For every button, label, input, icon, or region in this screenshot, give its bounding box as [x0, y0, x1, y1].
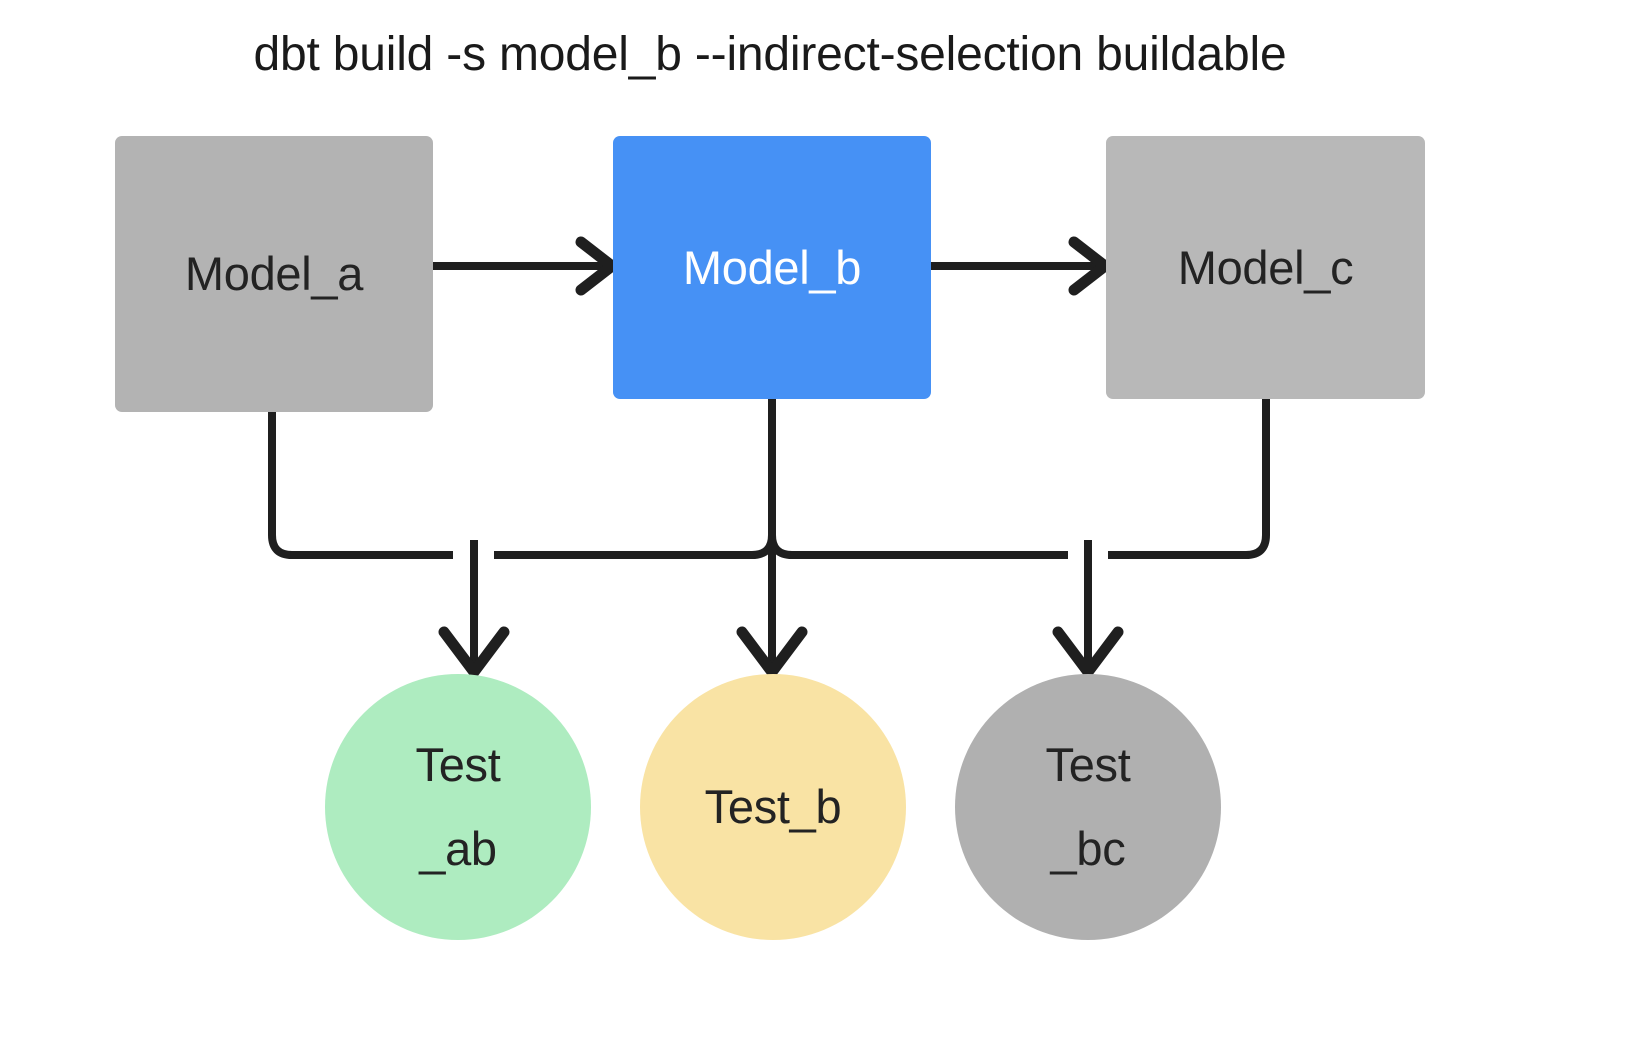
- node-test-b[interactable]: Test_b: [640, 674, 906, 940]
- edge-model-b-to-test-bc: [768, 534, 1068, 559]
- node-test-bc-label-line2: _bc: [1050, 822, 1126, 875]
- node-test-ab[interactable]: Test _ab: [325, 674, 591, 940]
- edge-model-b-to-model-c: [931, 236, 1111, 296]
- node-model-a[interactable]: Model_a: [115, 136, 433, 412]
- edge-model-a-to-model-b: [433, 236, 618, 296]
- node-model-c[interactable]: Model_c: [1106, 136, 1425, 399]
- diagram-title: dbt build -s model_b --indirect-selectio…: [253, 28, 1287, 81]
- node-model-b-label: Model_b: [682, 240, 862, 294]
- edge-model-b-to-test-ab: [494, 399, 776, 559]
- node-test-bc-label-line1: Test: [1045, 738, 1131, 791]
- node-model-c-label: Model_c: [1177, 240, 1354, 294]
- node-test-b-label-line1: Test_b: [704, 780, 842, 833]
- edge-arrow-into-test-ab: [438, 540, 510, 678]
- edge-arrow-into-test-bc: [1052, 540, 1124, 678]
- node-test-ab-label-line1: Test: [415, 738, 501, 791]
- edge-model-a-to-test-ab: [268, 412, 453, 559]
- node-test-ab-label-line2: _ab: [419, 822, 497, 875]
- edge-model-b-to-test-b: [736, 399, 808, 678]
- edge-model-c-to-test-bc: [1108, 399, 1270, 559]
- node-model-b[interactable]: Model_b: [613, 136, 931, 399]
- node-test-bc[interactable]: Test _bc: [955, 674, 1221, 940]
- node-model-a-label: Model_a: [184, 247, 364, 300]
